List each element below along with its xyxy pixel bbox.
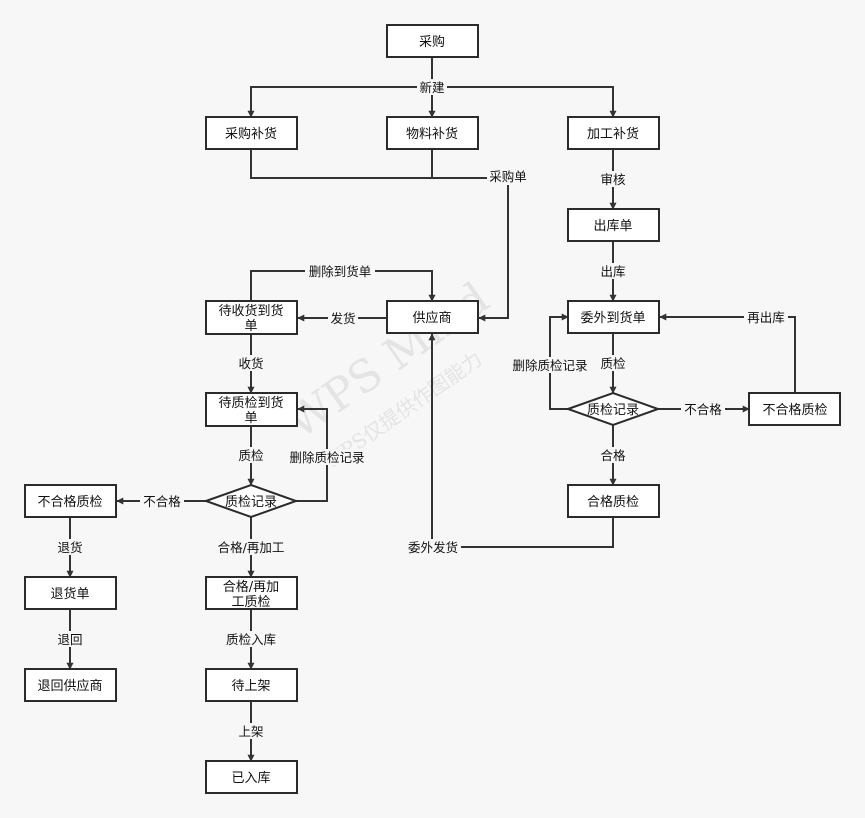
label-zhijian-right: 质检 [600,356,626,371]
node-zhijian-jilu-left-label: 质检记录 [225,495,277,510]
node-yi-ruku-label: 已入库 [231,770,270,786]
node-jiagong-buhuo[interactable]: 加工补货 [567,116,660,150]
node-zhijian-jilu-right[interactable]: 质检记录 [565,391,661,427]
node-hege-zhijian-label: 合格质检 [587,494,639,510]
label-shenhe: 审核 [600,172,626,187]
label-shouhuo: 收货 [238,356,263,371]
node-jiagong-buhuo-label: 加工补货 [587,126,639,142]
node-hege-zaijiagong-zhijian[interactable]: 合格/再加 工质检 [205,576,298,610]
node-daizhijian-label-2: 单 [244,411,257,426]
label-hege-zaijiagong: 合格/再加工 [218,540,285,555]
node-tuihui-gongyingshang[interactable]: 退回供应商 [24,668,117,702]
edge-xinjian-caigou-buhuo [247,86,432,118]
node-buhege-zhijian-left[interactable]: 不合格质检 [24,484,117,518]
label-zaichuku: 再出库 [747,310,785,325]
label-tuihui: 退回 [57,632,82,647]
node-hege-zhijian[interactable]: 合格质检 [567,484,660,518]
label-caigoudan: 采购单 [489,169,527,184]
label-buhege-right: 不合格 [684,402,722,417]
label-tuihuo: 退货 [57,540,82,555]
label-weiwai-fahuo: 委外发货 [408,540,458,555]
node-gongyingshang[interactable]: 供应商 [386,300,479,334]
label-xinjian: 新建 [419,80,445,95]
edge-labels: 新建 采购单 审核 出库 删除到货单 发货 再出库 删除质检记录 质检 不合格 … [55,79,788,739]
node-tuihuo-dan-label: 退货单 [50,586,89,602]
label-zhijian-ruku: 质检入库 [226,632,276,647]
edge-zaichuku [659,313,796,393]
label-shanchu-zhijian-right: 删除质检记录 [512,358,587,373]
edge-xinjian-jiagong-buhuo [432,86,617,118]
node-weiwai-daohuodan[interactable]: 委外到货单 [567,300,660,334]
label-hege-right: 合格 [600,448,626,463]
node-hege-zaijiagong-label-2: 工质检 [231,595,270,610]
node-wuliao-buhuo[interactable]: 物料补货 [386,116,479,150]
node-caigou-buhuo-label: 采购补货 [225,126,277,142]
node-daishouhuo-label-2: 单 [244,319,257,334]
node-dai-shangjia-label: 待上架 [231,679,270,694]
node-chuku-dan[interactable]: 出库单 [567,208,660,242]
label-chuku: 出库 [600,264,625,279]
node-tuihui-gongyingshang-label: 退回供应商 [37,678,102,694]
label-shanchu-zhijian-left: 删除质检记录 [289,450,364,465]
nodes: 采购 采购补货 物料补货 加工补货 出库单 委外到货单 质检记录 [24,24,841,794]
node-tuihuo-dan[interactable]: 退货单 [24,576,117,610]
node-daishouhuo-label-1: 待收货到货 [218,303,283,319]
node-weiwai-daohuodan-label: 委外到货单 [580,310,645,326]
node-daizhijian-daohuodan[interactable]: 待质检到货 单 [205,392,298,427]
node-wuliao-buhuo-label: 物料补货 [406,126,458,142]
node-caigou-label: 采购 [419,34,445,50]
node-hege-zaijiagong-label-1: 合格/再加 [223,579,279,595]
edge-weiwai-fahuo [428,333,614,548]
node-buhege-zhijian-left-label: 不合格质检 [37,494,102,510]
node-caigou-buhuo[interactable]: 采购补货 [205,116,298,150]
node-dai-shangjia[interactable]: 待上架 [205,668,298,702]
node-caigou[interactable]: 采购 [386,24,479,58]
label-shangjia: 上架 [238,724,263,739]
label-zhijian-left: 质检 [238,448,264,463]
node-gongyingshang-label: 供应商 [412,310,451,326]
label-shanchu-daohuodan: 删除到货单 [309,264,372,279]
node-zhijian-jilu-right-label: 质检记录 [587,403,639,418]
node-zhijian-jilu-left[interactable]: 质检记录 [203,483,299,519]
node-daishouhuo-daohuodan[interactable]: 待收货到货 单 [205,300,298,335]
node-buhege-zhijian-right[interactable]: 不合格质检 [748,392,841,426]
node-daizhijian-label-1: 待质检到货 [218,395,283,411]
node-chuku-dan-label: 出库单 [593,218,632,234]
label-buhege-left: 不合格 [143,494,181,509]
node-buhege-zhijian-right-label: 不合格质检 [762,402,827,418]
node-yi-ruku[interactable]: 已入库 [205,760,298,794]
label-fahuo: 发货 [330,311,355,326]
